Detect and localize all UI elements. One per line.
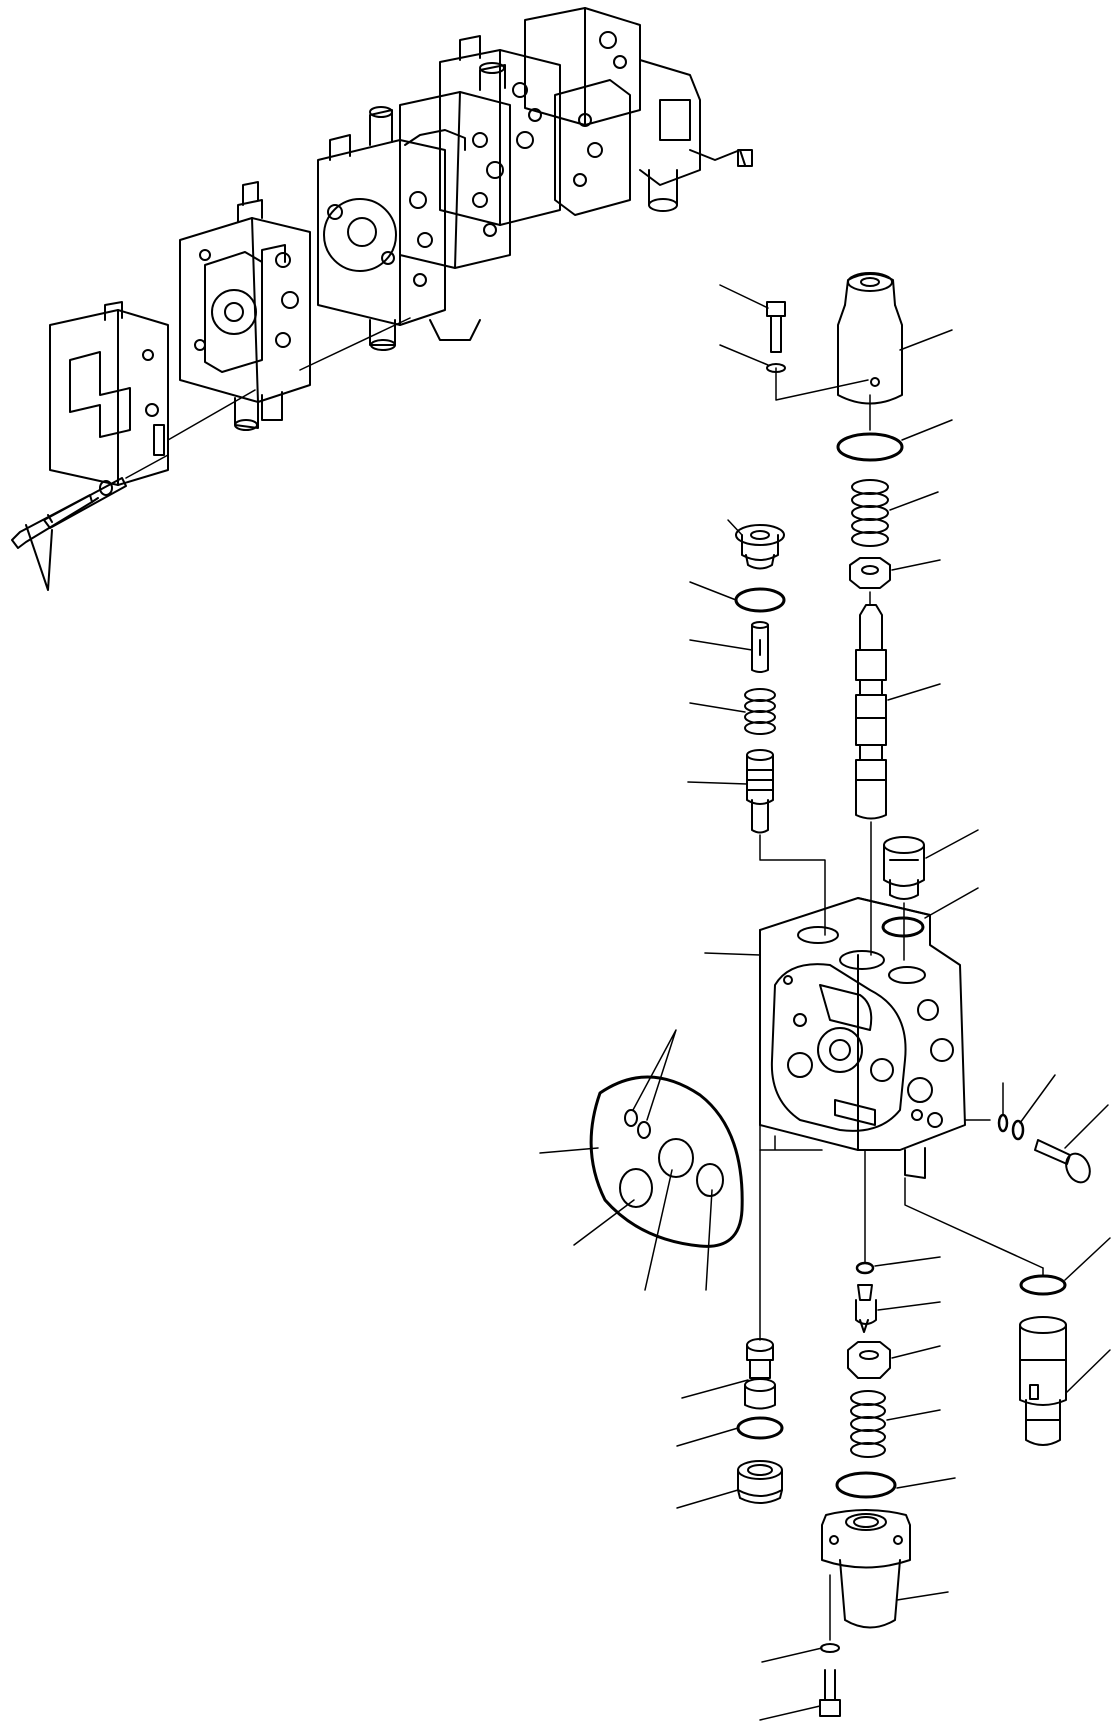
- callout-plug-lower-left: [677, 1490, 738, 1508]
- spool-cap-bottom: [822, 1510, 910, 1628]
- plug-left: [736, 525, 784, 569]
- o-ring-top: [838, 434, 902, 460]
- callout-spring-lower: [887, 1410, 940, 1420]
- pin-left: [752, 622, 768, 672]
- o-ring-cartridge: [1021, 1276, 1065, 1294]
- callout-relief-plug: [926, 830, 978, 858]
- poppet-lower-left: [745, 1339, 775, 1409]
- callout-spring-top: [890, 492, 938, 510]
- callout-plug-left: [728, 520, 742, 535]
- callout-gasket-hole-b: [645, 1170, 672, 1290]
- callout-seat-lower: [892, 1346, 940, 1358]
- valve-poppet-left: [747, 750, 773, 833]
- callout-leaders: [540, 285, 1110, 1720]
- seal-rings-right: [999, 1115, 1023, 1139]
- callout-o-ring-lower: [897, 1478, 955, 1488]
- callout-spring-left: [690, 703, 745, 712]
- spring-left: [745, 689, 775, 734]
- callout-gasket-hole-a: [574, 1200, 634, 1245]
- o-ring-relief: [883, 918, 923, 936]
- plug-lower-left: [738, 1461, 782, 1503]
- callout-gasket-pins: [633, 1030, 676, 1120]
- relief-plug-right: [884, 837, 924, 899]
- callout-cap-top: [900, 330, 952, 350]
- callout-poppet-left: [688, 782, 747, 784]
- callout-o-ring-small: [875, 1257, 940, 1266]
- cap-bolt-bottom: [820, 1644, 840, 1716]
- callout-pin-left: [690, 640, 752, 650]
- callout-o-ring-left: [690, 582, 736, 600]
- assembly-center-lines: [760, 368, 1043, 1640]
- callout-o-ring-top: [902, 420, 952, 440]
- main-spool: [856, 605, 886, 819]
- callout-o-ring-relief: [925, 888, 978, 918]
- o-ring-left: [736, 589, 784, 611]
- callout-cap-bottom: [897, 1592, 948, 1600]
- callout-seal-2: [1020, 1075, 1055, 1123]
- relief-cartridge: [1020, 1317, 1066, 1445]
- callout-valve-body: [705, 953, 760, 955]
- end-plate: [50, 302, 168, 485]
- o-ring-lower: [837, 1473, 895, 1497]
- callout-cartridge: [1067, 1350, 1110, 1392]
- exploded-valve-section: [180, 182, 310, 430]
- check-valve-lower: [856, 1285, 876, 1332]
- o-ring-small-lower: [857, 1263, 873, 1273]
- spring-seat-top: [850, 558, 890, 588]
- callout-washer-bottom: [762, 1648, 822, 1662]
- plug-screw-right: [1035, 1140, 1094, 1186]
- callout-washer-top: [720, 345, 768, 365]
- cap-bolt-top: [767, 302, 785, 372]
- spring-top: [852, 480, 888, 546]
- spring-lower: [851, 1391, 885, 1457]
- gasket: [591, 1077, 742, 1246]
- callout-poppet-lower-left: [682, 1380, 748, 1398]
- tie-bolts: [12, 478, 126, 590]
- callout-check-valve: [878, 1302, 940, 1310]
- valve-body: [760, 898, 965, 1178]
- callout-cap-bolt-top: [720, 285, 768, 308]
- o-ring-lower-left: [738, 1418, 782, 1438]
- callout-gasket-hole-c: [706, 1190, 712, 1290]
- callout-cartridge-o-ring: [1065, 1238, 1110, 1280]
- callout-cap-bolt-bottom: [760, 1706, 820, 1720]
- spring-seat-lower: [848, 1342, 890, 1378]
- callout-seat-top: [892, 560, 940, 570]
- callout-gasket: [540, 1148, 598, 1153]
- callout-o-ring-lower-left: [677, 1428, 738, 1446]
- callout-spool: [888, 684, 940, 700]
- valve-stack-assembly: [318, 8, 752, 350]
- assembly-leader-lines: [126, 318, 410, 478]
- callout-screw: [1065, 1105, 1108, 1148]
